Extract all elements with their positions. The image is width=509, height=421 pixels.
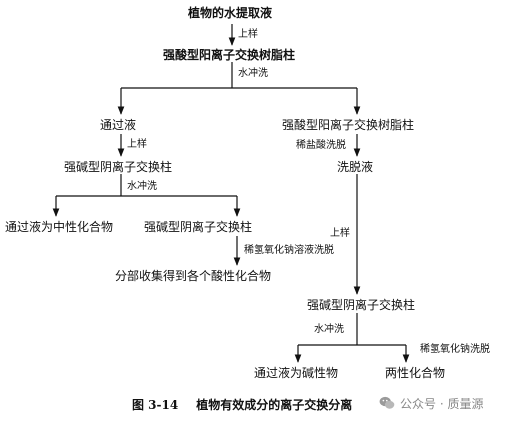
figure-title: 植物有效成分的离子交换分离 (196, 398, 353, 412)
label-dilute-naoh-elution-1: 稀氢氧化钠溶液洗脱 (244, 245, 334, 256)
figure-caption: 图 3-14 植物有效成分的离子交换分离 (132, 398, 352, 412)
label-water-wash-1: 水冲洗 (238, 68, 268, 79)
node-strong-base-anion-column: 强碱型阴离子交换柱 (64, 160, 173, 174)
node-neutral-compounds: 通过液为中性化合物 (5, 220, 114, 234)
node-acidic-compounds: 分部收集得到各个酸性化合物 (115, 269, 272, 283)
node-eluate: 洗脱液 (337, 160, 374, 174)
watermark: 公众号 · 质量源 (379, 393, 483, 413)
watermark-text: 公众号 · 质量源 (400, 396, 484, 411)
node-flow-through: 通过液 (100, 118, 137, 132)
node-strong-acid-cation-column: 强酸型阳离子交换树脂柱 (163, 48, 296, 62)
label-dilute-naoh-elution-2: 稀氢氧化钠洗脱 (420, 344, 490, 355)
figure-number: 图 3-14 (132, 398, 179, 412)
wechat-icon (379, 396, 395, 409)
label-load-2: 上样 (127, 139, 147, 150)
node-basic-compounds: 通过液为碱性物 (254, 366, 339, 380)
label-dilute-hcl-elution: 稀盐酸洗脱 (296, 140, 346, 151)
label-water-wash-2: 水冲洗 (127, 181, 157, 192)
node-strong-acid-cation-column-2: 强酸型阳离子交换树脂柱 (282, 118, 415, 132)
node-strong-base-anion-column-3: 强碱型阴离子交换柱 (307, 298, 416, 312)
label-load-3: 上样 (330, 228, 350, 239)
node-plant-water-extract: 植物的水提取液 (188, 6, 273, 20)
label-water-wash-3: 水冲洗 (314, 324, 344, 335)
label-load-1: 上样 (238, 29, 258, 40)
node-strong-base-anion-column-2: 强碱型阴离子交换柱 (144, 220, 253, 234)
node-amphoteric-compounds: 两性化合物 (385, 366, 446, 380)
